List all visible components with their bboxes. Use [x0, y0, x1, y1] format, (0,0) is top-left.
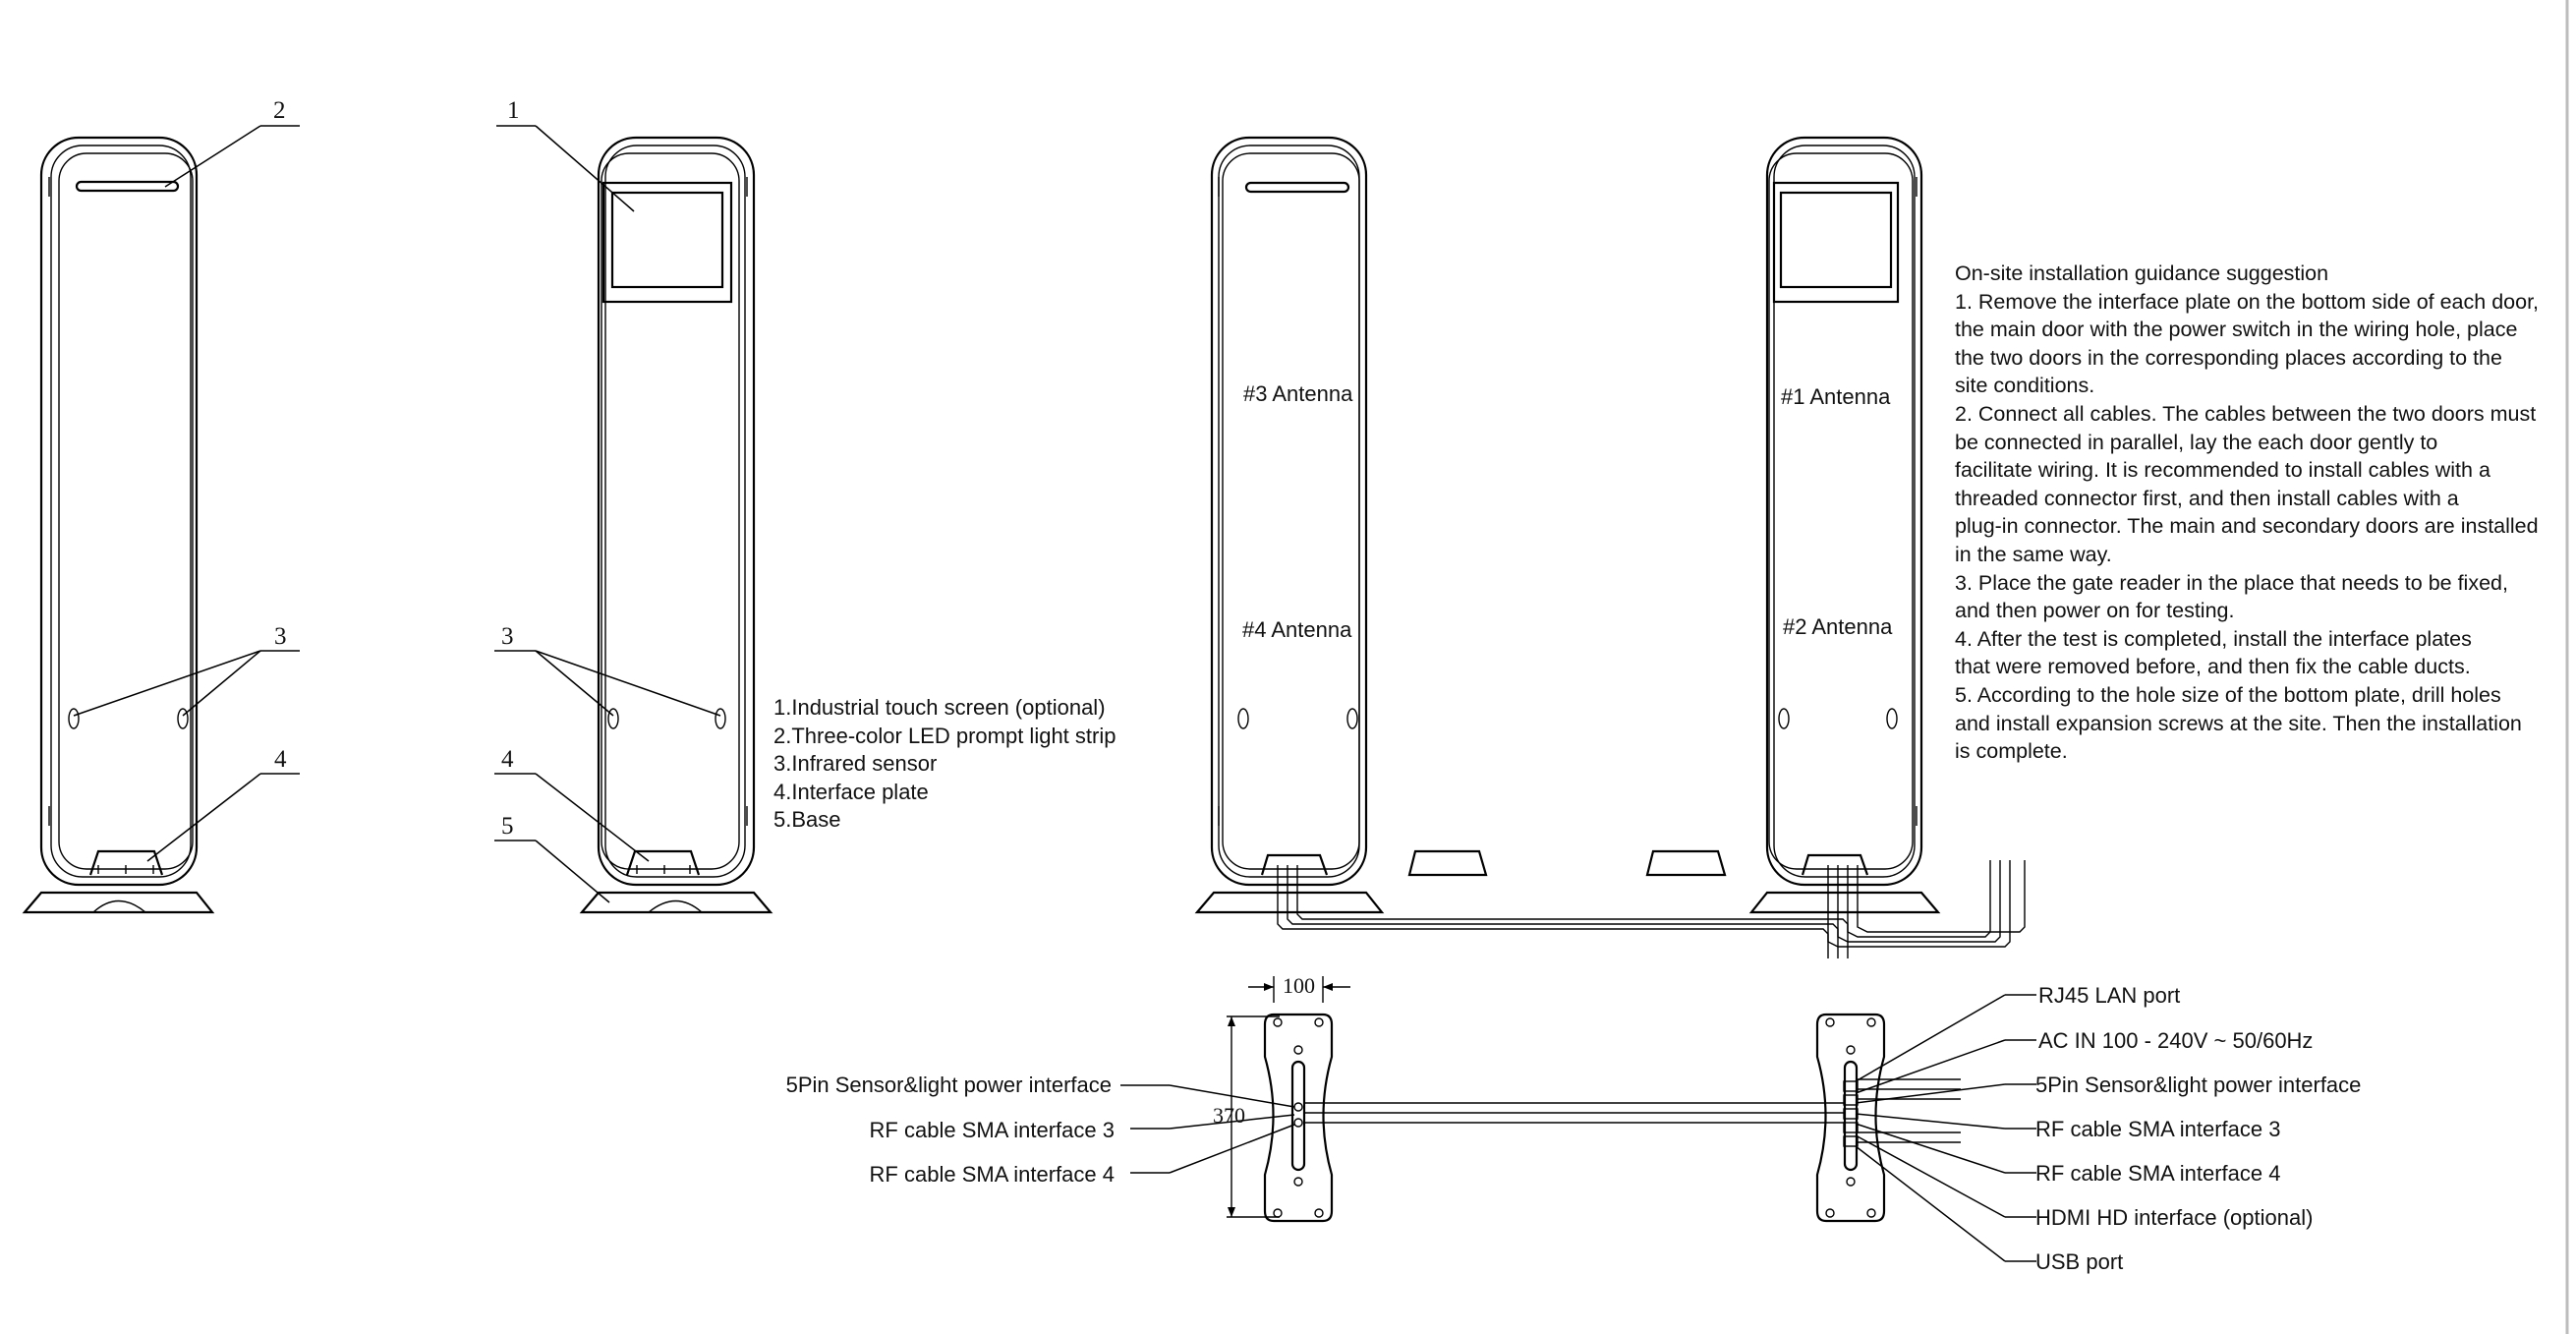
component-legend: 1.Industrial touch screen (optional) 2.T…: [773, 694, 1116, 835]
legend-item: 5.Base: [773, 807, 841, 832]
right-port-label: RF cable SMA interface 3: [2035, 1117, 2280, 1141]
guidance-line: threaded connector first, and then insta…: [1955, 486, 2459, 510]
interface-plate: [1801, 853, 1869, 876]
guidance-line: and install expansion screws at the site…: [1955, 711, 2522, 735]
callout-1: 1: [507, 97, 520, 124]
interface-plate: [1260, 853, 1329, 876]
right-port-label: USB port: [2035, 1249, 2123, 1274]
infrared-sensor-left: [68, 708, 80, 729]
door-screen-view: [579, 136, 773, 914]
guidance-line: 3. Place the gate reader in the place th…: [1955, 570, 2508, 595]
dimension-height: [1227, 1015, 1280, 1218]
legend-item: 1.Industrial touch screen (optional): [773, 695, 1106, 720]
guidance-line: the main door with the power switch in t…: [1955, 318, 2518, 342]
guidance-line: 2. Connect all cables. The cables betwee…: [1955, 401, 2537, 426]
infrared-sensor-left: [607, 708, 619, 729]
guidance-line: is complete.: [1955, 739, 2068, 764]
callout-leaders: [73, 125, 721, 903]
touch-screen: [610, 191, 724, 289]
interface-plate: [88, 849, 164, 876]
guidance-line: be connected in parallel, lay the each d…: [1955, 430, 2438, 454]
led-light-strip: [75, 180, 180, 193]
inter-door-cables: [1277, 860, 2026, 958]
interface-plate: [625, 849, 701, 876]
right-port-label: RJ45 LAN port: [2038, 983, 2180, 1008]
main-door: [1748, 136, 1941, 914]
touch-screen-frame: [601, 181, 733, 304]
removed-interface-plate: [1645, 849, 1727, 877]
right-port-label: RF cable SMA interface 4: [2035, 1161, 2280, 1186]
callout-4-b: 4: [501, 746, 514, 773]
callout-3-b: 3: [501, 623, 514, 650]
infrared-sensor-right: [177, 708, 189, 729]
base-plate-right: [1815, 1013, 1886, 1223]
installation-guidance: On-site installation guidance suggestion…: [1955, 260, 2574, 766]
antenna-1-label: #1 Antenna: [1781, 384, 1891, 409]
left-port-leaders: [1120, 1084, 1295, 1174]
right-port-label: AC IN 100 - 240V ~ 50/60Hz: [2038, 1028, 2313, 1053]
legend-item: 4.Interface plate: [773, 779, 929, 804]
dimension-width-value: 100: [1283, 973, 1315, 998]
removed-interface-plate: [1407, 849, 1488, 877]
base: [1748, 891, 1941, 914]
left-port-label: RF cable SMA interface 4: [870, 1162, 1115, 1187]
base-plate-left: [1263, 1013, 1334, 1223]
dimension-width: [1248, 976, 1350, 1003]
touch-screen-frame: [1772, 181, 1900, 304]
right-port-label: HDMI HD interface (optional): [2035, 1205, 2313, 1230]
infrared-sensor-left: [1237, 708, 1249, 729]
guidance-line: site conditions.: [1955, 374, 2095, 398]
plate-cables: [1304, 1078, 1961, 1143]
wiring-slot: [1290, 1060, 1306, 1172]
callout-5: 5: [501, 813, 514, 840]
infrared-sensor-right: [715, 708, 726, 729]
infrared-sensor-right: [1346, 708, 1358, 729]
guidance-line: that were removed before, and then fix t…: [1955, 655, 2471, 679]
secondary-door: [1194, 136, 1385, 914]
legend-item: 3.Infrared sensor: [773, 751, 938, 776]
guidance-line: facilitate wiring. It is recommended to …: [1955, 458, 2490, 483]
callout-4-a: 4: [274, 746, 287, 773]
right-port-label: 5Pin Sensor&light power interface: [2035, 1073, 2361, 1097]
wiring-slot: [1843, 1060, 1859, 1172]
guidance-line: the two doors in the corresponding place…: [1955, 345, 2502, 370]
guidance-line: in the same way.: [1955, 542, 2112, 566]
door-front-view: [22, 136, 215, 914]
left-port-label: 5Pin Sensor&light power interface: [786, 1073, 1112, 1097]
left-port-label: RF cable SMA interface 3: [870, 1118, 1115, 1142]
infrared-sensor-left: [1778, 708, 1790, 729]
guidance-line: 1. Remove the interface plate on the bot…: [1955, 289, 2540, 314]
antenna-3-label: #3 Antenna: [1243, 381, 1353, 406]
base: [579, 891, 773, 914]
guidance-line: 4. After the test is completed, install …: [1955, 626, 2472, 651]
base: [1194, 891, 1385, 914]
antenna-2-label: #2 Antenna: [1783, 614, 1893, 639]
base: [22, 891, 215, 914]
guidance-title: On-site installation guidance suggestion: [1955, 261, 2329, 285]
touch-screen: [1779, 191, 1893, 289]
antenna-4-label: #4 Antenna: [1242, 617, 1352, 642]
callout-2: 2: [273, 97, 286, 124]
led-light-strip: [1244, 181, 1350, 194]
guidance-line: and then power on for testing.: [1955, 599, 2235, 623]
legend-item: 2.Three-color LED prompt light strip: [773, 723, 1116, 748]
right-port-leaders: [1855, 994, 2036, 1262]
guidance-line: 5. According to the hole size of the bot…: [1955, 682, 2501, 707]
infrared-sensor-right: [1886, 708, 1898, 729]
guidance-line: plug-in connector. The main and secondar…: [1955, 514, 2539, 539]
callout-3-a: 3: [274, 623, 287, 650]
